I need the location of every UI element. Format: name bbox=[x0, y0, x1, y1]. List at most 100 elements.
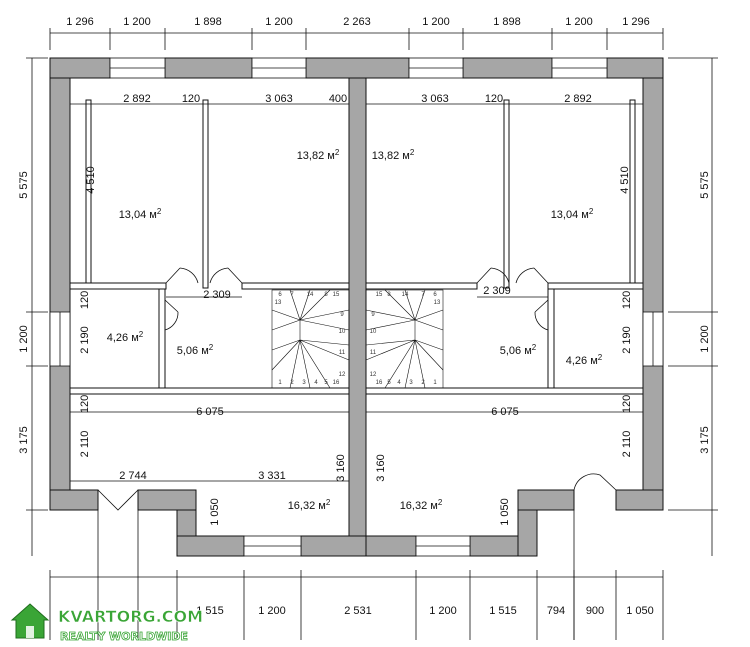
stairs-right-numbers: 1 2 3 4 5 6 7 8 9 10 11 12 13 14 15 16 bbox=[370, 292, 441, 386]
step-number: 10 bbox=[370, 329, 377, 335]
inner-dimensions: 2 892 120 3 063 400 3 063 120 2 892 4 51… bbox=[79, 93, 633, 526]
room-area: 4,26 м2 bbox=[566, 353, 603, 367]
top-dimensions: 1 296 1 200 1 898 1 200 2 263 1 200 1 89… bbox=[66, 16, 650, 28]
watermark-tagline: REALTY WORLDWIDE bbox=[60, 630, 188, 643]
dim-label: 3 175 bbox=[699, 426, 711, 454]
dim-label: 120 bbox=[79, 395, 91, 413]
room-area: 16,32 м2 bbox=[400, 498, 443, 512]
step-number: 13 bbox=[434, 300, 441, 306]
step-number: 10 bbox=[339, 329, 346, 335]
dim-label: 5 575 bbox=[699, 171, 711, 199]
step-number: 15 bbox=[333, 292, 340, 298]
dim-label: 1 200 bbox=[18, 325, 30, 353]
dim-label: 3 160 bbox=[375, 454, 387, 482]
dim-label: 1 050 bbox=[626, 605, 654, 617]
dim-label: 1 200 bbox=[123, 16, 151, 28]
dim-label: 2 309 bbox=[203, 289, 231, 301]
step-number: 5 bbox=[387, 380, 391, 386]
dim-label: 1 296 bbox=[66, 16, 94, 28]
dim-label: 1 200 bbox=[699, 325, 711, 353]
step-number: 11 bbox=[370, 350, 377, 356]
dim-label: 2 531 bbox=[344, 605, 372, 617]
dim-label: 2 110 bbox=[79, 431, 91, 458]
right-dimensions: 5 575 1 200 3 175 bbox=[699, 171, 711, 454]
house-logo-icon bbox=[10, 603, 50, 639]
step-number: 3 bbox=[302, 380, 306, 386]
dim-label: 2 744 bbox=[119, 470, 147, 482]
room-area: 4,26 м2 bbox=[107, 330, 144, 344]
step-number: 11 bbox=[339, 350, 346, 356]
room-area: 16,32 м2 bbox=[288, 498, 331, 512]
step-number: 7 bbox=[421, 292, 425, 298]
step-number: 6 bbox=[278, 292, 282, 298]
dim-label: 1 050 bbox=[209, 498, 221, 526]
step-number: 14 bbox=[307, 292, 314, 298]
step-number: 9 bbox=[340, 312, 344, 318]
stairs-left bbox=[271, 289, 350, 389]
dimension-lines bbox=[26, 28, 718, 640]
dim-label: 3 063 bbox=[421, 93, 449, 105]
dim-label: 400 bbox=[329, 93, 347, 105]
stairs-left-numbers: 1 2 3 4 5 6 7 8 9 10 11 12 13 14 15 16 bbox=[275, 292, 346, 386]
step-number: 4 bbox=[314, 380, 318, 386]
room-area: 13,04 м2 bbox=[551, 207, 594, 221]
dim-label: 4 510 bbox=[85, 166, 97, 194]
watermark: KVARTORG.COM REALTY WORLDWIDE bbox=[10, 603, 203, 643]
dim-label: 3 063 bbox=[265, 93, 293, 105]
step-number: 13 bbox=[275, 300, 282, 306]
dim-label: 1 296 bbox=[622, 16, 650, 28]
dim-label: 2 309 bbox=[483, 285, 511, 297]
dim-label: 120 bbox=[485, 93, 503, 105]
step-number: 7 bbox=[290, 292, 294, 298]
dim-label: 120 bbox=[621, 291, 633, 309]
dim-label: 4 510 bbox=[619, 166, 631, 194]
dim-label: 1 200 bbox=[565, 16, 593, 28]
windows bbox=[49, 57, 664, 557]
dim-label: 1 200 bbox=[258, 605, 286, 617]
dim-label: 120 bbox=[182, 93, 200, 105]
dim-label: 1 898 bbox=[493, 16, 521, 28]
room-area: 13,04 м2 bbox=[119, 207, 162, 221]
step-number: 16 bbox=[333, 380, 340, 386]
step-number: 4 bbox=[397, 380, 401, 386]
left-dimensions: 5 575 1 200 3 175 bbox=[18, 171, 30, 454]
dim-label: 1 515 bbox=[196, 605, 224, 617]
dim-label: 1 898 bbox=[194, 16, 222, 28]
dim-label: 1 515 bbox=[489, 605, 517, 617]
dim-label: 3 331 bbox=[258, 470, 286, 482]
dim-label: 1 200 bbox=[429, 605, 457, 617]
room-area: 5,06 м2 bbox=[500, 343, 537, 357]
dim-label: 3 175 bbox=[18, 426, 30, 454]
step-number: 14 bbox=[402, 292, 409, 298]
dim-label: 2 263 bbox=[343, 16, 371, 28]
step-number: 9 bbox=[371, 312, 375, 318]
step-number: 8 bbox=[324, 292, 328, 298]
step-number: 15 bbox=[376, 292, 383, 298]
dim-label: 1 050 bbox=[499, 498, 511, 526]
step-number: 16 bbox=[376, 380, 383, 386]
dim-label: 2 190 bbox=[79, 326, 91, 354]
room-area: 13,82 м2 bbox=[297, 148, 340, 162]
step-number: 2 bbox=[290, 380, 294, 386]
step-number: 2 bbox=[421, 380, 425, 386]
dim-label: 5 575 bbox=[18, 171, 30, 199]
room-areas: 13,04 м2 13,82 м2 13,82 м2 13,04 м2 4,26… bbox=[107, 148, 603, 512]
stairs-right bbox=[365, 289, 444, 389]
step-number: 12 bbox=[370, 372, 377, 378]
doors bbox=[97, 267, 617, 511]
dim-label: 794 bbox=[547, 605, 565, 617]
step-number: 1 bbox=[278, 380, 282, 386]
step-number: 6 bbox=[433, 292, 437, 298]
step-number: 1 bbox=[433, 380, 437, 386]
dim-label: 6 075 bbox=[196, 406, 224, 418]
room-area: 5,06 м2 bbox=[177, 343, 214, 357]
dim-label: 2 110 bbox=[621, 431, 633, 458]
dim-label: 2 892 bbox=[123, 93, 151, 105]
dim-label: 120 bbox=[79, 291, 91, 309]
step-number: 12 bbox=[339, 372, 346, 378]
interior-walls bbox=[69, 99, 644, 395]
step-number: 3 bbox=[409, 380, 413, 386]
dim-label: 120 bbox=[621, 395, 633, 413]
room-area: 13,82 м2 bbox=[372, 148, 415, 162]
